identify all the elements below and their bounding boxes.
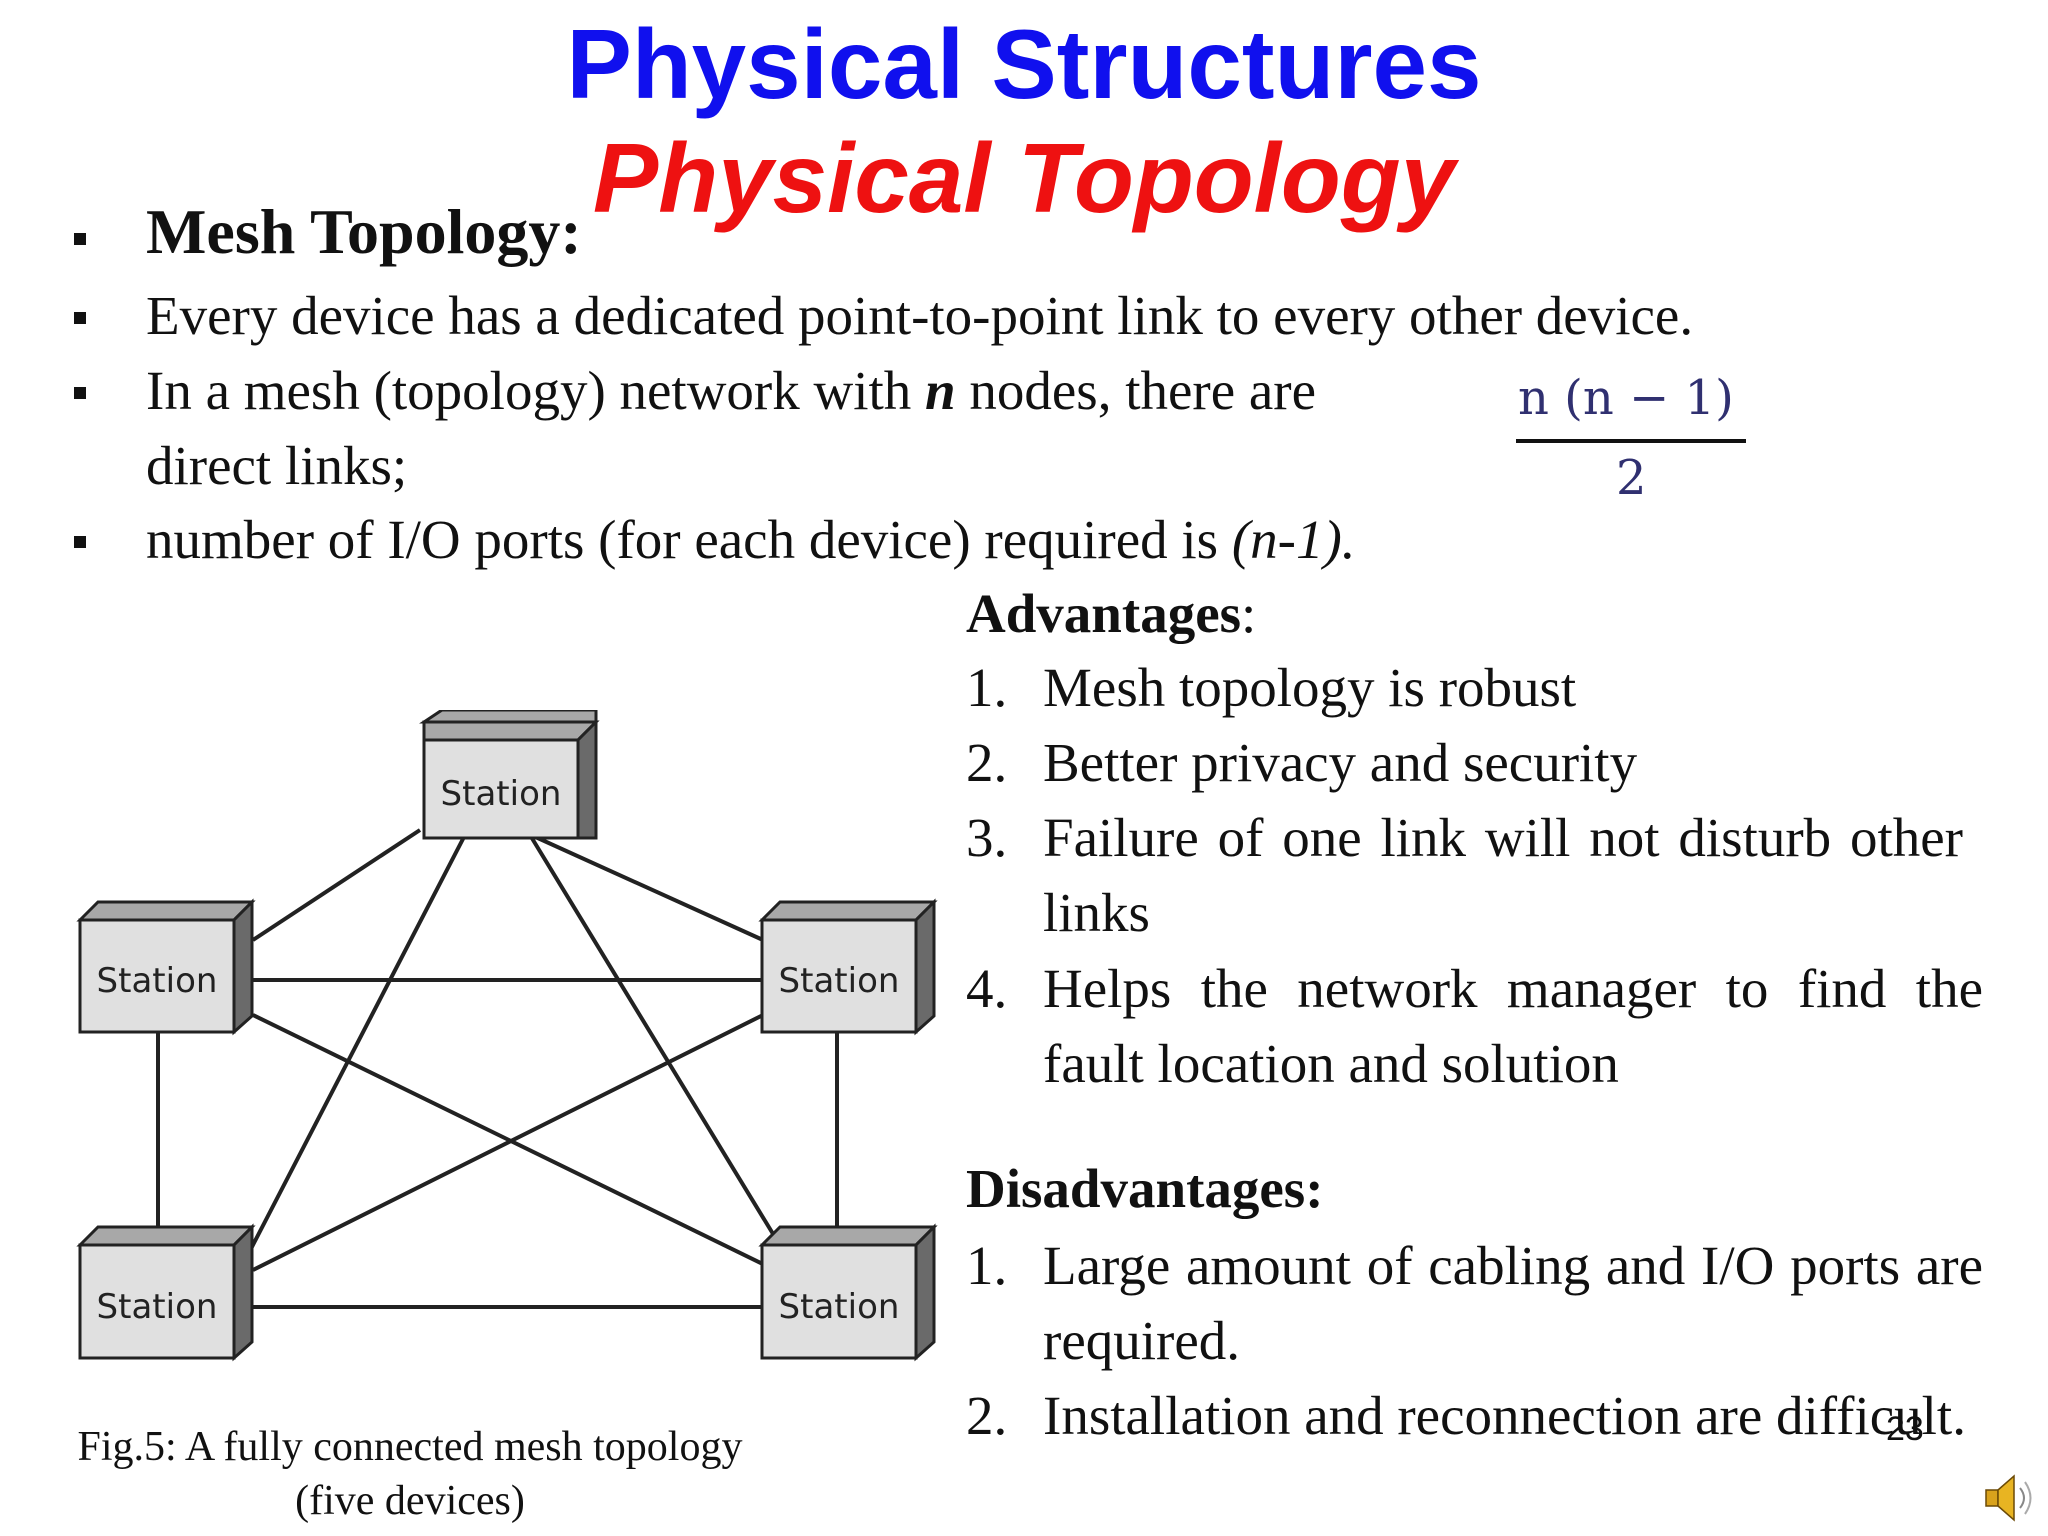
- advantage-item: Failure of one link will not disturb oth…: [1043, 807, 1963, 943]
- station-label: Station: [97, 961, 218, 1001]
- station-bottom-left: Station: [76, 1223, 256, 1362]
- station-top: Station: [419, 710, 600, 840]
- link-top-bottomright: [528, 833, 797, 1272]
- slide-title: Physical Structures: [566, 9, 1482, 119]
- disadvantage-number: 2.: [966, 1385, 1008, 1446]
- mesh-topology-diagram: Station Station Station Station Station: [76, 710, 938, 1362]
- figure-caption-line1: Fig.5: A fully connected mesh topology: [77, 1424, 743, 1470]
- advantages-heading: Advantages:: [966, 578, 1256, 650]
- formula-fraction-bar: [1516, 439, 1746, 443]
- bullet-direct-links: direct links;: [146, 435, 408, 496]
- disadvantages-heading-text: Disadvantages:: [966, 1158, 1324, 1219]
- mesh-topology-heading: Mesh Topology:: [146, 196, 582, 267]
- station-label: Station: [779, 1287, 900, 1327]
- square-bullet-icon: [74, 312, 86, 324]
- bullet-io-ports: number of I/O ports (for each device) re…: [146, 504, 1356, 576]
- station-label: Station: [779, 961, 900, 1001]
- bullet-mesh-links: In a mesh (topology) network with n node…: [146, 355, 1316, 427]
- bullet-mesh-links-part2: nodes, there are: [955, 360, 1316, 421]
- speaker-icon[interactable]: [1980, 1468, 2040, 1528]
- square-bullet-icon: [74, 387, 86, 399]
- formula-denominator: 2: [1616, 450, 1647, 506]
- disadvantage-item: Large amount of cabling and I/O ports ar…: [1043, 1235, 1983, 1371]
- bullet-mesh-links-part1: In a mesh (topology) network with: [146, 360, 926, 421]
- bullet-dedicated-link: Every device has a dedicated point-to-po…: [146, 285, 1694, 346]
- slide-subtitle: Physical Topology: [592, 123, 1456, 233]
- advantage-number: 4.: [966, 958, 1008, 1019]
- n-variable: n: [925, 360, 956, 421]
- mesh-links: [156, 828, 839, 1309]
- disadvantages-heading: Disadvantages:: [966, 1153, 1324, 1225]
- page-number: 23: [1886, 1410, 1924, 1448]
- link-top-left: [251, 828, 422, 942]
- station-left: Station: [76, 898, 256, 1036]
- advantage-item: Helps the network manager to find the fa…: [1043, 958, 1983, 1094]
- disadvantage-number: 1.: [966, 1235, 1008, 1296]
- station-label: Station: [441, 774, 562, 814]
- advantage-item: Better privacy and security: [1043, 732, 1638, 793]
- square-bullet-icon: [74, 233, 86, 245]
- square-bullet-icon: [74, 536, 86, 548]
- figure-caption-line2: (five devices): [295, 1478, 525, 1524]
- advantages-colon: :: [1241, 583, 1257, 644]
- station-right: Station: [758, 898, 938, 1036]
- bullet-io-ports-formula: (n-1).: [1231, 509, 1356, 570]
- advantage-number: 3.: [966, 807, 1008, 868]
- advantages-heading-text: Advantages: [966, 583, 1242, 644]
- bullet-io-ports-text: number of I/O ports (for each device) re…: [146, 509, 1232, 570]
- link-right-bottomleft: [252, 1013, 764, 1272]
- disadvantage-item: Installation and reconnection are diffic…: [1043, 1385, 1966, 1446]
- link-top-right: [519, 828, 764, 942]
- link-left-bottomright: [252, 1013, 776, 1272]
- advantage-number: 2.: [966, 732, 1008, 793]
- link-top-bottomleft: [238, 834, 467, 1271]
- station-label: Station: [97, 1287, 218, 1327]
- station-bottom-right: Station: [758, 1223, 938, 1362]
- formula-numerator: n (n − 1): [1518, 370, 1734, 426]
- figure-caption: Fig.5: A fully connected mesh topology (…: [60, 1420, 760, 1528]
- advantage-item: Mesh topology is robust: [1043, 657, 1577, 718]
- advantage-number: 1.: [966, 657, 1008, 718]
